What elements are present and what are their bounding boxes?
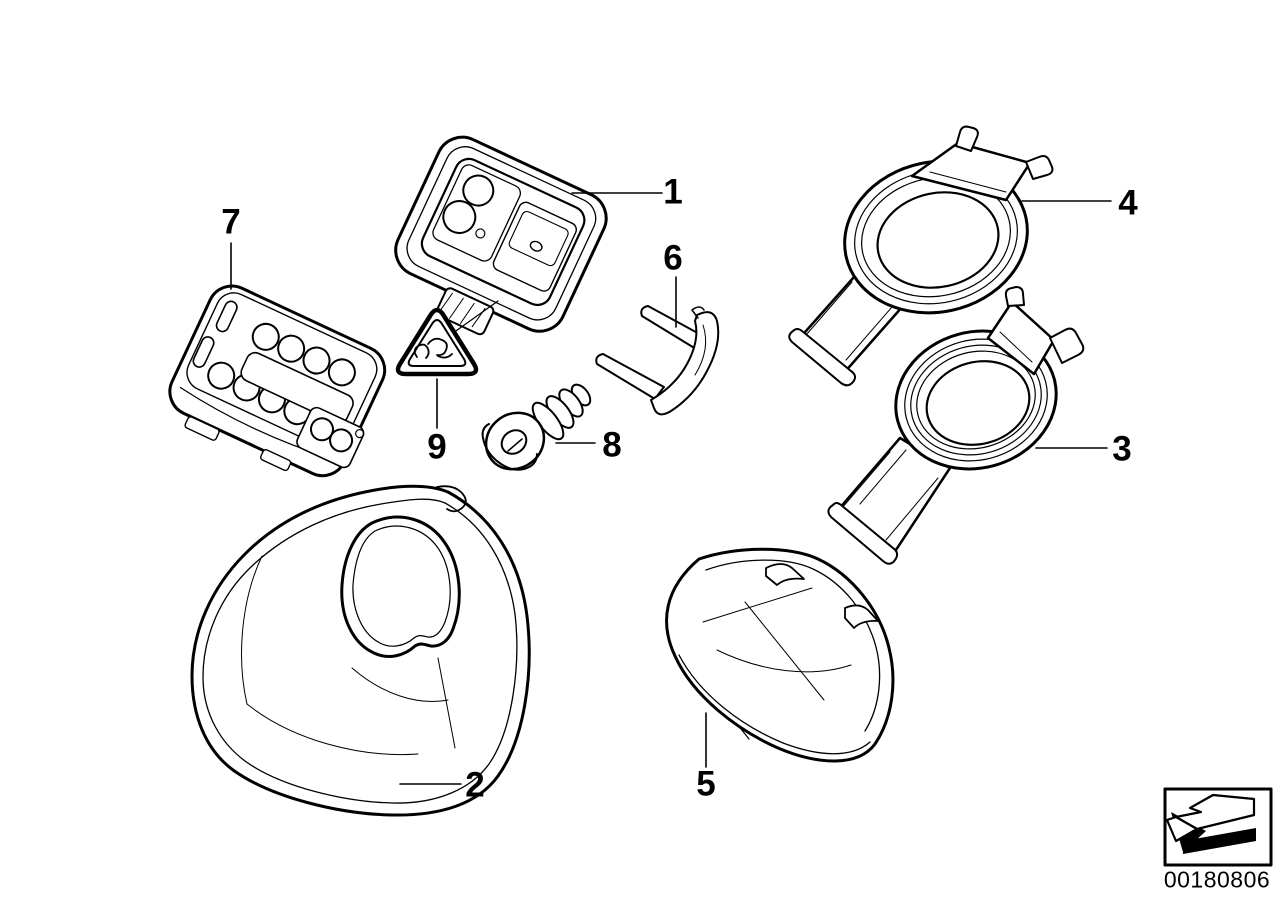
callout-4[interactable]: 4 xyxy=(1118,183,1138,223)
callout-6[interactable]: 6 xyxy=(663,238,683,278)
connector-pin-hole xyxy=(327,358,356,387)
leader-lines xyxy=(230,192,1112,785)
callout-9[interactable]: 9 xyxy=(427,427,447,467)
connector-pin-hole xyxy=(277,334,306,363)
callout-2[interactable]: 2 xyxy=(465,765,485,805)
callout-3[interactable]: 3 xyxy=(1112,429,1132,469)
callout-8[interactable]: 8 xyxy=(602,425,622,465)
part-2-cover-drawing xyxy=(190,484,531,817)
sensor-lens-circle xyxy=(442,200,477,235)
connector-pin-hole xyxy=(251,322,280,351)
part-7-connector-drawing xyxy=(168,284,387,478)
part-4-ring-bracket-drawing xyxy=(788,125,1054,387)
part-5-cover-drawing xyxy=(665,547,895,763)
warning-triangle-icon xyxy=(395,307,479,377)
callout-7[interactable]: 7 xyxy=(221,202,241,242)
part-1-sensor-drawing xyxy=(394,135,608,336)
callout-1[interactable]: 1 xyxy=(663,172,683,212)
connector-pin-hole xyxy=(302,346,331,375)
pointer-line-to-label xyxy=(452,300,499,334)
sensor-lens-circle xyxy=(462,174,495,207)
direction-arrow-icon xyxy=(1163,787,1273,867)
connector-pin-hole xyxy=(207,361,236,390)
part-8-screw-drawing xyxy=(481,383,592,471)
part-6-clip-drawing xyxy=(595,305,720,416)
part-9-warning-label-drawing xyxy=(395,307,479,377)
part-3-ring-bracket-drawing xyxy=(827,286,1085,565)
doc-number: 00180806 xyxy=(1163,866,1271,893)
callout-5[interactable]: 5 xyxy=(696,764,716,804)
